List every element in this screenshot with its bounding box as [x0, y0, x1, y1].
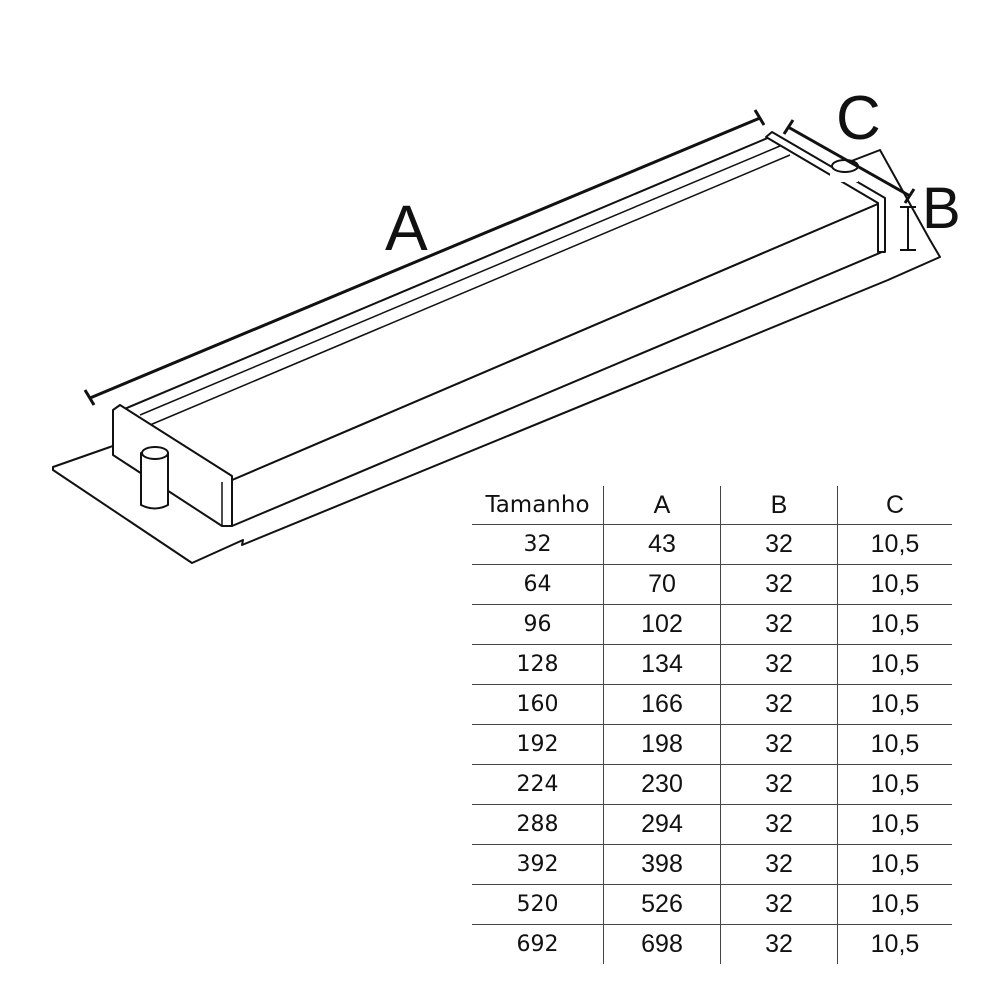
- cell-a: 134: [603, 644, 721, 685]
- cell-b: 32: [720, 564, 838, 605]
- cell-tamanho: 692: [516, 932, 559, 957]
- cell-a: 526: [603, 884, 721, 925]
- cell-c: 10,5: [837, 644, 952, 685]
- cell-tamanho: 96: [472, 604, 604, 645]
- cell-tamanho: 392: [472, 844, 604, 885]
- right-end-cap: [765, 131, 886, 253]
- cell-c: 10,5: [837, 564, 952, 605]
- cell-tamanho: 224: [472, 764, 604, 805]
- left-end-cap: [112, 404, 233, 527]
- cell-a: 698: [603, 924, 721, 964]
- cell-b: 32: [720, 804, 838, 845]
- cell-a: 230: [603, 764, 721, 805]
- header-tamanho: Tamanho: [472, 486, 604, 525]
- cell-c: 10,5: [837, 924, 952, 964]
- dimension-line-b: [900, 206, 916, 251]
- cell-c: 10,5: [837, 684, 952, 725]
- dimension-line-a: [83, 109, 766, 406]
- cell-c: 10,5: [837, 524, 952, 565]
- cell-b: 32: [720, 764, 838, 805]
- cell-b: 32: [720, 884, 838, 925]
- cell-tamanho: 192: [472, 724, 604, 765]
- cell-a: 43: [603, 524, 721, 565]
- table-header-row: Tamanho A B C: [472, 486, 952, 525]
- header-c: C: [837, 486, 952, 525]
- cell-tamanho: 64: [472, 564, 604, 605]
- cell-c: 10,5: [837, 804, 952, 845]
- cell-c: 10,5: [837, 604, 952, 645]
- cell-c: 10,5: [837, 844, 952, 885]
- cell-c: 10,5: [837, 724, 952, 765]
- cell-c: 10,5: [837, 884, 952, 925]
- cell-c: 10,5: [837, 764, 952, 805]
- cell-a: 102: [603, 604, 721, 645]
- header-b: B: [720, 486, 838, 525]
- cell-tamanho: 128: [472, 644, 604, 685]
- cell-b: 32: [720, 524, 838, 565]
- cell-a: 294: [603, 804, 721, 845]
- cell-b: 32: [720, 924, 838, 964]
- cell-tamanho: 520: [472, 884, 604, 925]
- cell-b: 32: [720, 604, 838, 645]
- cell-b: 32: [720, 724, 838, 765]
- cell-a: 398: [603, 844, 721, 885]
- cell-tamanho: 288: [472, 804, 604, 845]
- cell-b: 32: [720, 844, 838, 885]
- dimension-label-c: C: [836, 84, 881, 153]
- cell-tamanho: 32: [472, 524, 604, 565]
- dimension-label-b: B: [922, 176, 961, 241]
- cell-a: 70: [603, 564, 721, 605]
- cell-b: 32: [720, 644, 838, 685]
- dimension-line-c: [782, 119, 916, 204]
- cell-tamanho: 160: [472, 684, 604, 725]
- cell-a: 166: [603, 684, 721, 725]
- cell-b: 32: [720, 684, 838, 725]
- header-a: A: [603, 486, 721, 525]
- left-mounting-pin: [140, 446, 169, 510]
- right-mounting-pin: [830, 159, 859, 182]
- cell-a: 198: [603, 724, 721, 765]
- dimension-label-a: A: [385, 192, 428, 264]
